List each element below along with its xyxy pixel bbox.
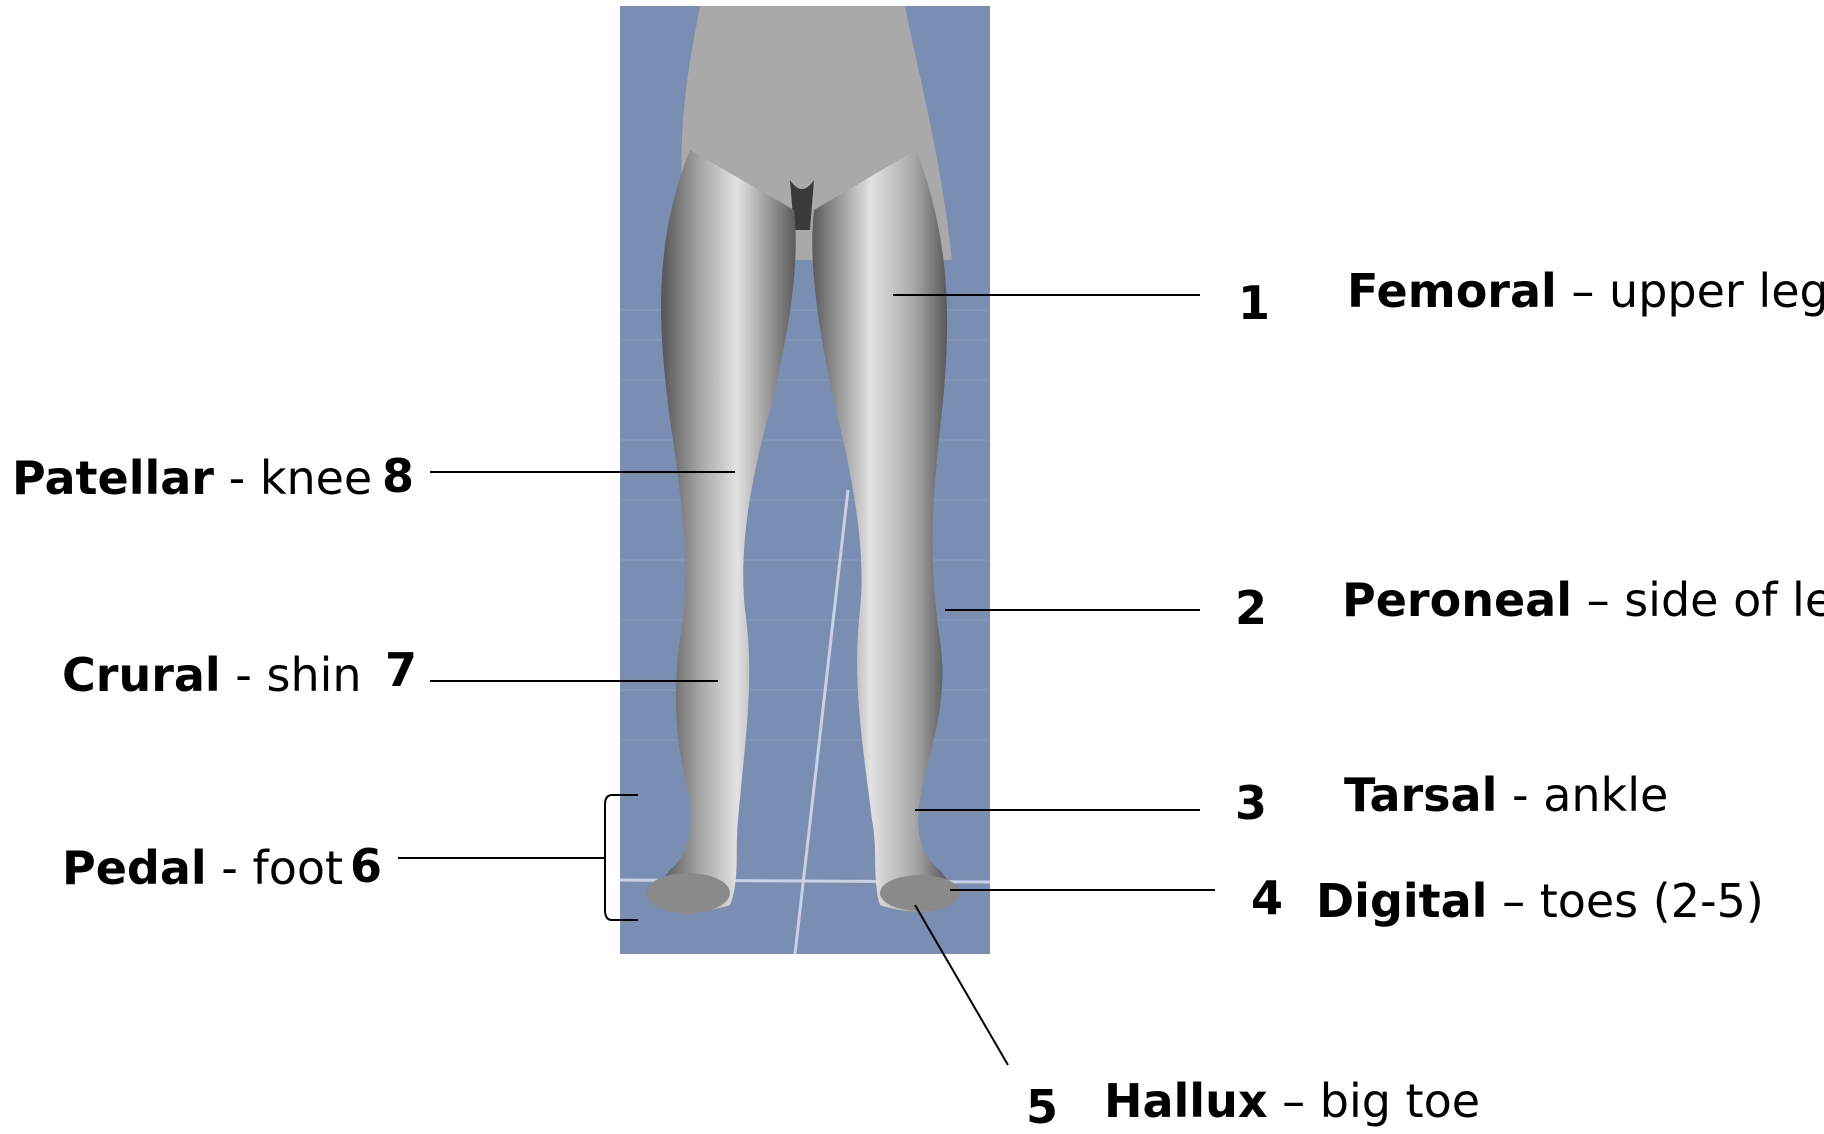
tarsal-number: 3 [1235, 780, 1267, 826]
crural-number: 7 [385, 647, 417, 693]
digital-term: Digital [1316, 874, 1487, 928]
peroneal-term: Peroneal [1342, 573, 1572, 627]
pedal-sep: - [207, 841, 253, 895]
digital-label: Digital – toes (2-5) [1316, 878, 1764, 924]
pedal-label: Pedal - foot [62, 845, 343, 891]
pedal-number: 6 [350, 843, 382, 889]
hallux-label: Hallux – big toe [1104, 1078, 1480, 1124]
left-foot [646, 873, 730, 913]
patellar-label: Patellar - knee [12, 455, 372, 501]
peroneal-sep: – [1572, 573, 1624, 627]
crural-desc: shin [267, 648, 362, 702]
patellar-desc: knee [260, 451, 372, 505]
femoral-term: Femoral [1347, 264, 1557, 318]
right-foot [880, 875, 960, 911]
crural-label: Crural - shin [62, 652, 362, 698]
hallux-term: Hallux [1104, 1074, 1268, 1128]
tarsal-desc: ankle [1543, 768, 1668, 822]
pedal-term: Pedal [62, 841, 207, 895]
crural-sep: - [221, 648, 267, 702]
tarsal-sep: - [1497, 768, 1543, 822]
digital-desc: toes (2-5) [1540, 874, 1764, 928]
femoral-label: Femoral – upper leg [1347, 268, 1824, 314]
peroneal-number: 2 [1235, 585, 1267, 631]
digital-number: 4 [1251, 875, 1283, 921]
peroneal-label: Peroneal – side of leg [1342, 577, 1824, 623]
femoral-sep: – [1557, 264, 1609, 318]
tarsal-label: Tarsal - ankle [1344, 772, 1668, 818]
pedal-desc: foot [253, 841, 344, 895]
patellar-term: Patellar [12, 451, 214, 505]
patellar-number: 8 [382, 453, 414, 499]
digital-sep: – [1487, 874, 1539, 928]
hallux-sep: – [1268, 1074, 1320, 1128]
femoral-desc: upper leg [1609, 264, 1824, 318]
femoral-number: 1 [1238, 280, 1270, 326]
hallux-desc: big toe [1320, 1074, 1480, 1128]
crural-term: Crural [62, 648, 221, 702]
peroneal-desc: side of leg [1624, 573, 1824, 627]
tarsal-term: Tarsal [1344, 768, 1497, 822]
patellar-sep: - [214, 451, 260, 505]
hallux-number: 5 [1026, 1084, 1058, 1130]
